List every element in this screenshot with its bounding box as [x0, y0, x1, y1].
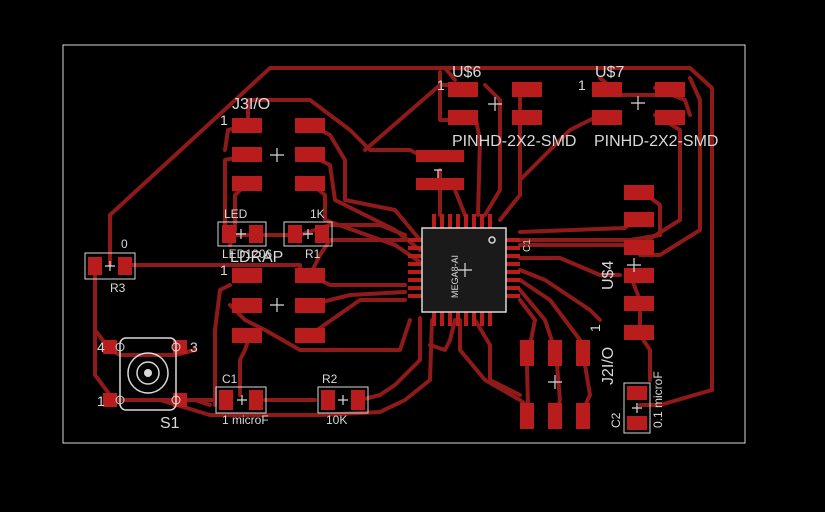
r1-name: 1K: [310, 207, 325, 221]
ic-pins: [408, 214, 520, 326]
u6-name: U$6: [452, 64, 481, 81]
switch-s1: [103, 337, 187, 411]
j2-pad: [576, 340, 590, 366]
ic-pin1-marker: [488, 236, 496, 244]
ldr-name: LDRAP: [230, 249, 283, 266]
s1-pin4: 4: [97, 339, 105, 355]
j3-pad: [295, 118, 325, 133]
s1-name: S1: [160, 415, 180, 432]
silkscreen-labels: U$6 1 U$7 1 PINHD-2X2-SMD PINHD-2X2-SMD …: [97, 64, 718, 432]
u6-pad: [512, 82, 542, 97]
r2-name: R2: [322, 372, 338, 386]
r1-value: R1: [305, 247, 321, 261]
s1-pin1: 1: [97, 393, 105, 409]
switch-plunger-outer: [127, 352, 169, 394]
j2-pad: [520, 403, 534, 429]
u6-value: PINHD-2X2-SMD: [452, 133, 576, 150]
j2-pad: [520, 340, 534, 366]
u6-pad: [512, 110, 542, 125]
u4-name: U$4: [600, 261, 617, 290]
led-name: LED: [224, 207, 248, 221]
ldr-pin1: 1: [220, 262, 228, 278]
j3-pad: [295, 147, 325, 162]
ldr-pad: [295, 328, 325, 343]
j2-pad: [548, 403, 562, 429]
switch-body: [119, 337, 177, 411]
u7-pad: [592, 110, 622, 125]
r3-name: R3: [110, 281, 126, 295]
r1-body: [283, 221, 333, 247]
switch-plunger-inner: [136, 361, 160, 385]
ldr-pad: [232, 268, 262, 283]
c1-body: [215, 386, 267, 414]
j3-name: J3I/O: [232, 96, 270, 113]
j3-pad: [232, 176, 262, 191]
r2-body: [317, 386, 369, 414]
j3-pad: [232, 147, 262, 162]
u6-pad: [448, 110, 478, 125]
r3-value: 0: [121, 237, 128, 251]
u4-pad: [624, 212, 654, 227]
ic-name-label: MEGA8-AI: [450, 255, 460, 298]
board-outline: [62, 44, 746, 444]
u7-pad: [655, 110, 685, 125]
led-body: [217, 221, 267, 247]
u4-pad: [624, 268, 654, 283]
u7-pad: [655, 82, 685, 97]
u6-pin1: 1: [437, 77, 445, 93]
origin-marks: [105, 96, 645, 413]
u7-name: U$7: [595, 64, 624, 81]
u4-pad: [624, 296, 654, 311]
cap-pad: [416, 150, 464, 162]
j2-pin1: 1: [587, 324, 603, 332]
led-value: LED1206: [222, 247, 272, 261]
j3-pad: [232, 118, 262, 133]
ldr-pad: [232, 298, 262, 313]
u6-pad: [448, 82, 478, 97]
s1-pin3: 3: [190, 339, 198, 355]
smd-pads: [232, 82, 685, 429]
ldr-pad: [295, 298, 325, 313]
j2-pad: [548, 340, 562, 366]
u7-value: PINHD-2X2-SMD: [594, 133, 718, 150]
r3-body: [84, 252, 136, 280]
j2-name: J2I/O: [600, 347, 617, 385]
c1-name: C1: [222, 372, 238, 386]
ldr-pad: [232, 328, 262, 343]
c2-value: 0.1 microF: [651, 371, 665, 428]
u4-pad: [624, 185, 654, 200]
u7-pin1: 1: [578, 77, 586, 93]
j3-pin1: 1: [220, 112, 228, 128]
two-terminal-parts: [84, 221, 651, 434]
c2-name: C2: [609, 412, 623, 428]
c1-value: 1 microF: [222, 413, 269, 427]
j2-pad: [576, 403, 590, 429]
ldr-pad: [295, 268, 325, 283]
u4-pad: [624, 325, 654, 340]
ic-ref-label: C1: [522, 239, 533, 252]
cap-pad: [416, 178, 464, 190]
c2-body: [623, 382, 651, 434]
u4-pad: [624, 240, 654, 255]
u7-pad: [592, 82, 622, 97]
j3-pad: [295, 176, 325, 191]
r2-value: 10K: [326, 413, 347, 427]
